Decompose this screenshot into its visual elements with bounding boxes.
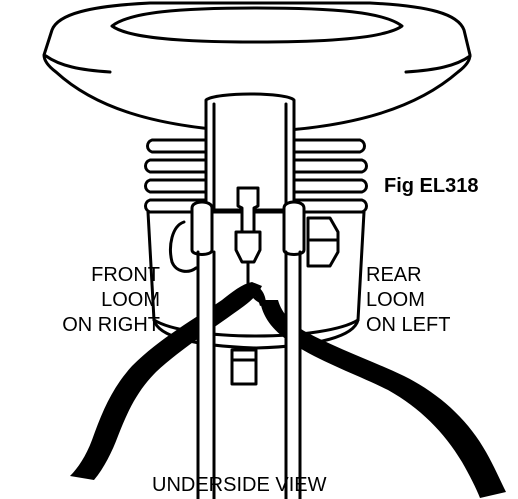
wiring-looms <box>70 282 506 498</box>
front-loom-cable <box>70 282 262 480</box>
bracket-legs-front <box>196 290 302 499</box>
figure-label: Fig EL318 <box>384 175 479 197</box>
rear-loom-cable <box>260 300 506 498</box>
lamp-lens <box>42 1 472 134</box>
front-loom-line-3: ON RIGHT <box>62 314 160 336</box>
mounting-bracket <box>190 92 306 256</box>
view-caption: UNDERSIDE VIEW <box>152 474 327 496</box>
front-loom-label: FRONT LOOM ON RIGHT <box>18 263 160 338</box>
front-loom-line-1: FRONT <box>91 264 160 286</box>
rear-loom-line-3: ON LEFT <box>366 314 451 336</box>
rear-loom-label: REAR LOOM ON LEFT <box>366 263 506 338</box>
front-loom-line-2: LOOM <box>101 289 160 311</box>
rear-loom-line-1: REAR <box>366 264 422 286</box>
connector-plug <box>234 186 274 308</box>
rear-loom-line-2: LOOM <box>366 289 425 311</box>
